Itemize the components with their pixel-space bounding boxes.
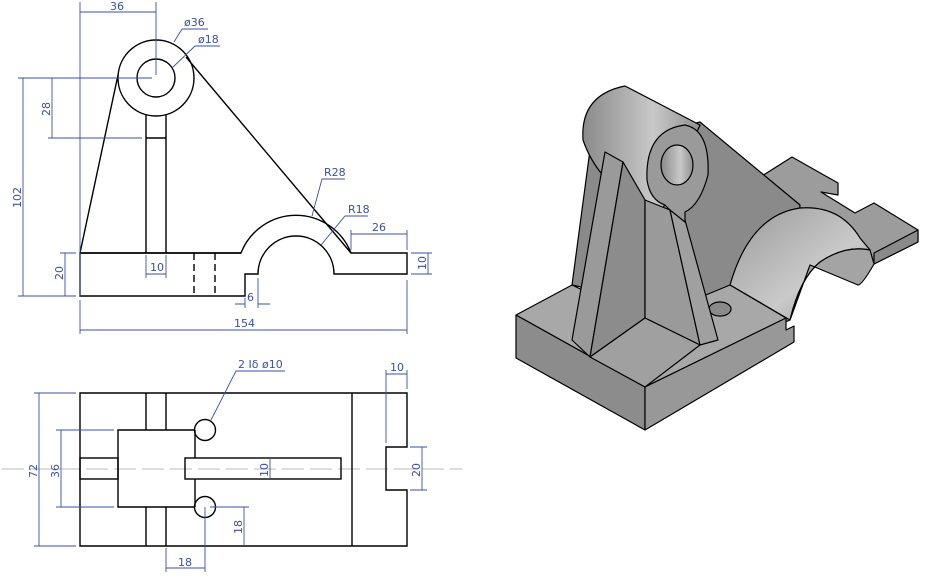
base-outline [79,214,408,297]
dim-inner-radius: R18 [348,203,370,216]
iso-boss-hole [660,144,694,186]
dim-step-width: 6 [247,291,254,304]
dim-web-height: 28 [40,102,53,116]
dim-ledge-length: 26 [372,221,386,234]
dim-total-length: 154 [234,317,255,330]
dim-hole-offset-x: 18 [178,556,192,569]
dim-web-width: 10 [150,261,164,274]
dim-outer-radius: R28 [324,166,346,179]
dim-block-width: 36 [49,464,62,478]
dim-slot-width: 10 [258,463,271,477]
slot [184,457,342,480]
iso-mount-hole [708,301,732,317]
dim-ledge-thickness: 10 [416,256,429,270]
top-view: 2 Iδ ø10 10 72 36 10 20 18 18 [2,358,462,572]
front-view: 36 ø36 ø18 28 102 20 10 R28 R18 26 10 6 … [11,0,432,334]
isometric-view [515,85,919,431]
dim-base-height: 20 [53,266,66,280]
dim-center-offset: 36 [110,0,124,13]
dim-notch-width: 20 [410,463,423,477]
top-outline [79,392,408,547]
dim-hole-offset-y: 18 [232,520,245,534]
dim-total-width: 72 [27,464,40,478]
dim-holes: 2 Iδ ø10 [238,358,283,371]
dim-hole-dia: ø18 [198,33,219,46]
dim-outer-dia: ø36 [184,16,205,29]
mount-hole [193,418,217,442]
dim-notch-depth: 10 [390,361,404,374]
dim-total-height: 102 [11,187,24,208]
